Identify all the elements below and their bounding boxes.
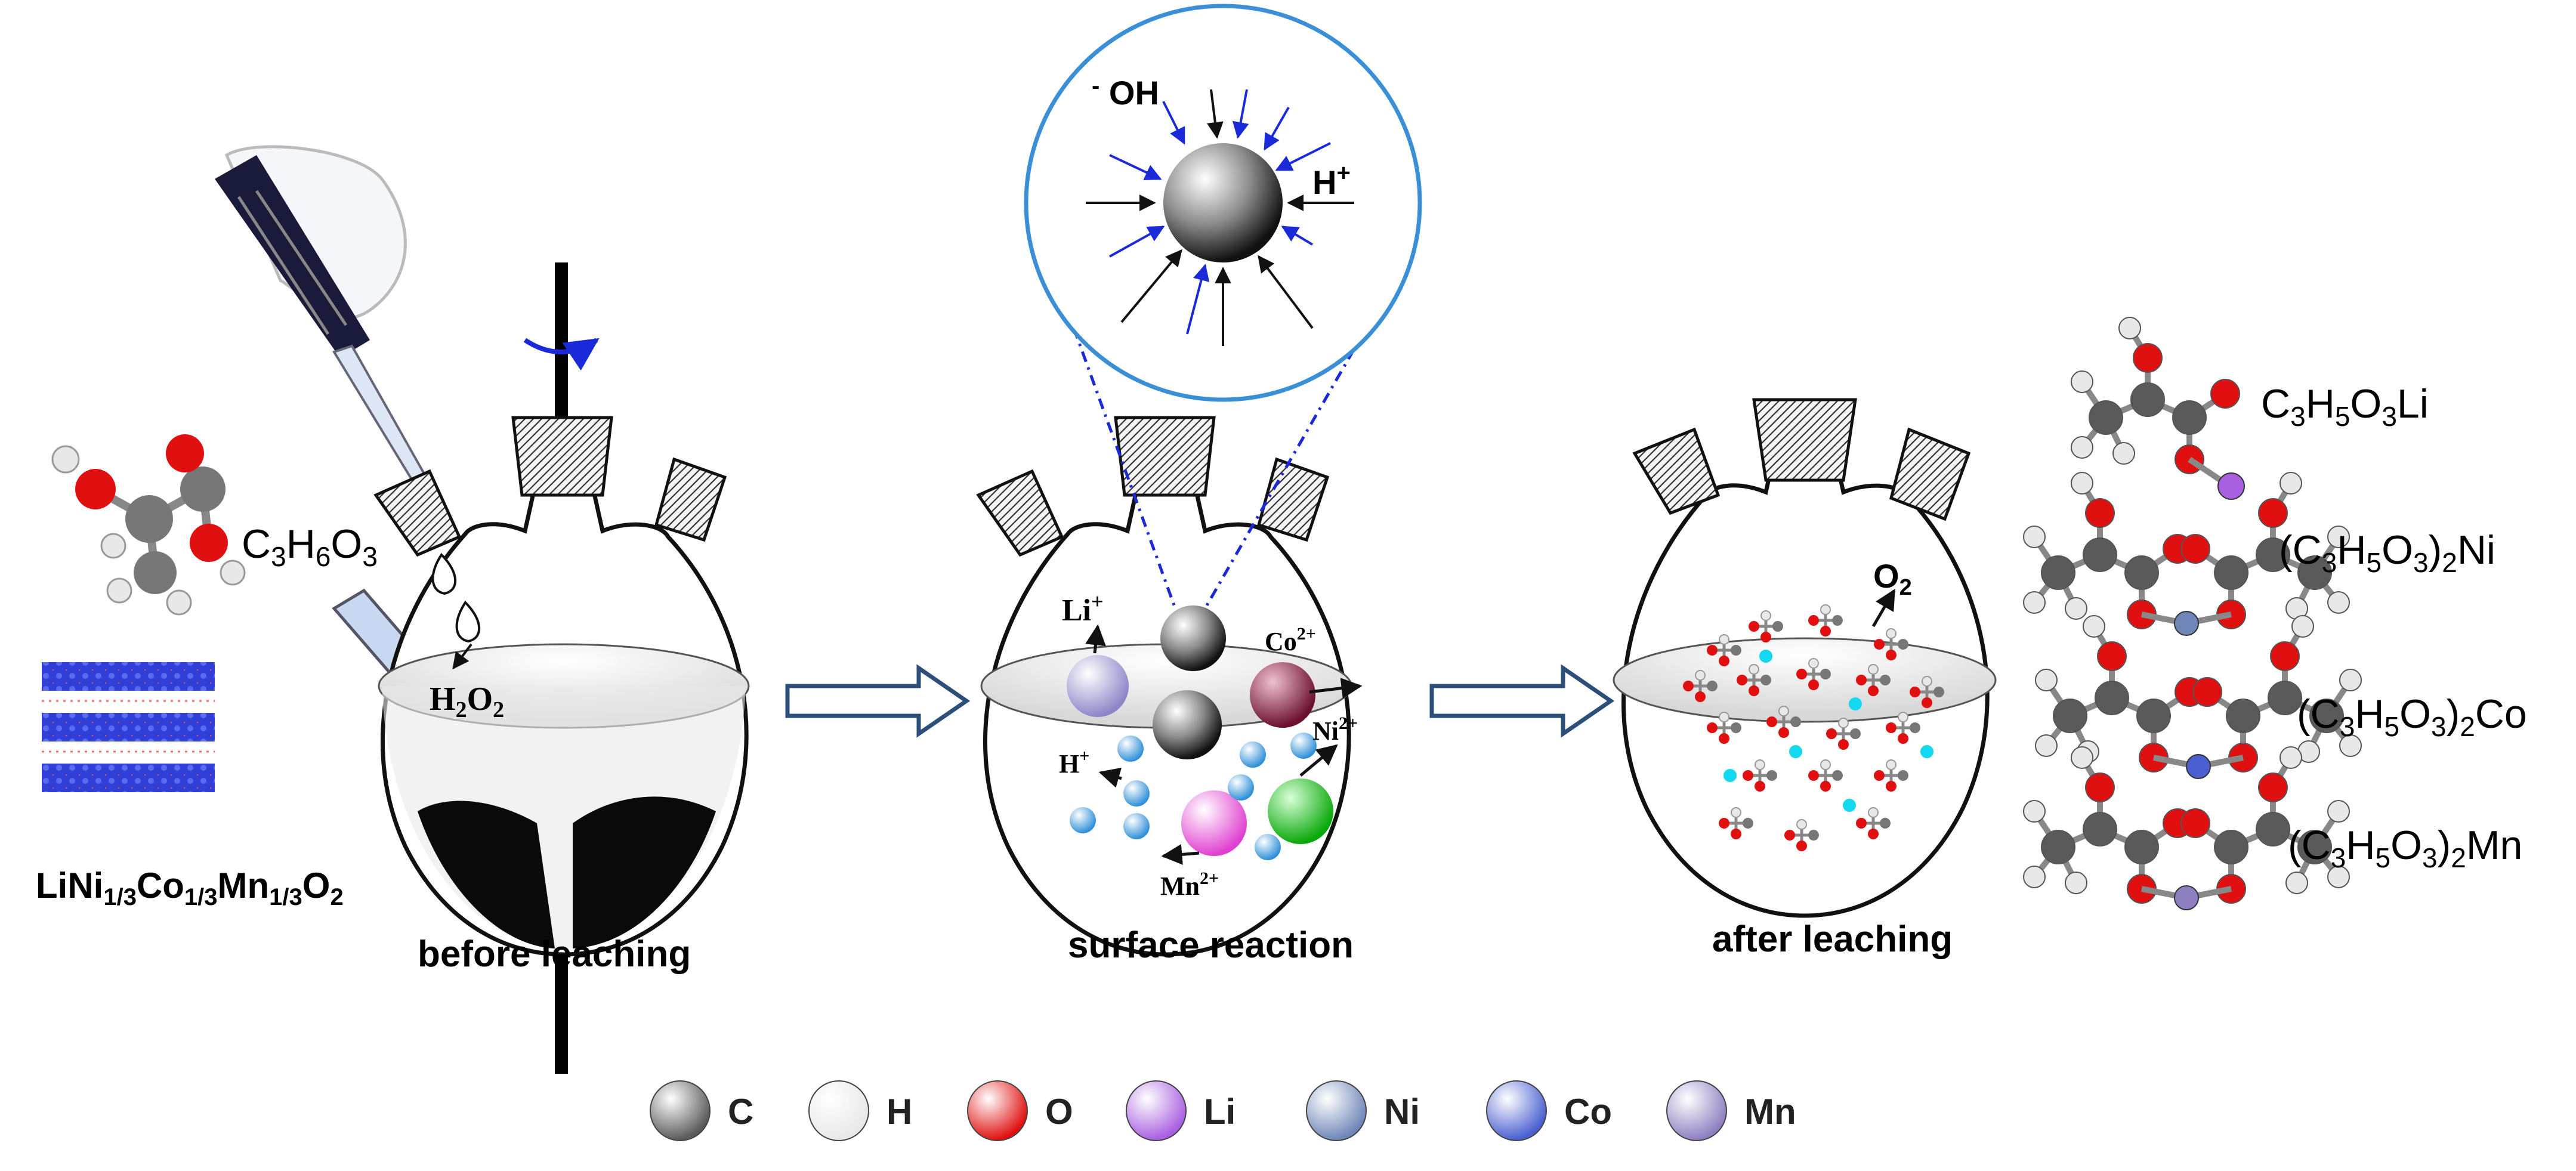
legend-item-co: Co	[1486, 1080, 1612, 1141]
legend-ball-h	[808, 1080, 869, 1141]
legend-label-o: O	[1045, 1092, 1073, 1132]
cathode-layered-structure	[42, 662, 215, 792]
legend-label-h: H	[887, 1092, 912, 1132]
legend-label-co: Co	[1564, 1092, 1612, 1132]
zoom-lines	[1072, 327, 1368, 610]
flask-surface-reaction	[976, 416, 1363, 957]
legend-label-li: Li	[1204, 1092, 1236, 1132]
caption-before-leaching: before leaching	[418, 934, 691, 975]
product-molecules	[2023, 317, 2362, 910]
legend-ball-c	[650, 1080, 711, 1141]
li-ion-label: Li+	[1062, 589, 1104, 628]
legend-ball-ni	[1306, 1080, 1367, 1141]
co-ion-label: Co2+	[1265, 624, 1316, 656]
process-arrow-1	[785, 664, 971, 738]
lactic-acid-molecule	[51, 434, 246, 616]
product-ni-label: (C3H5O3)2Ni	[2279, 527, 2495, 578]
acid-formula: C3H6O3	[242, 521, 378, 572]
legend-item-li: Li	[1126, 1080, 1236, 1141]
flask-after-leaching	[1613, 398, 1997, 918]
hydroxide-label: - OH	[1092, 73, 1159, 112]
process-arrow-2	[1429, 664, 1615, 738]
caption-surface-reaction: surface reaction	[1068, 925, 1354, 966]
legend-item-o: O	[967, 1080, 1073, 1141]
legend-item-mn: Mn	[1666, 1080, 1796, 1141]
product-mn-label: (C3H5O3)2Mn	[2288, 823, 2522, 873]
zoom-circle	[1024, 4, 1422, 402]
dissolved-lactates	[1683, 604, 1944, 851]
legend-label-ni: Ni	[1384, 1092, 1420, 1132]
mn-ion-label: Mn2+	[1160, 869, 1219, 901]
legend-ball-co	[1486, 1080, 1547, 1141]
legend-item-ni: Ni	[1306, 1080, 1420, 1141]
h-ion-label: H+	[1059, 746, 1089, 778]
product-co-label: (C3H5O3)2Co	[2297, 691, 2527, 742]
cathode-formula: LiNi1/3Co1/3Mn1/3O2	[36, 866, 344, 910]
atom-legend: C H O Li Ni Co Mn	[650, 1080, 1796, 1141]
legend-item-h: H	[808, 1080, 912, 1141]
product-li-label: C3H5O3Li	[2261, 381, 2429, 432]
legend-ball-li	[1126, 1080, 1187, 1141]
proton-label-zoom: H+	[1312, 160, 1351, 201]
legend-ball-mn	[1666, 1080, 1727, 1141]
legend-label-c: C	[728, 1092, 753, 1132]
oxygen-label: O2	[1873, 557, 1912, 600]
pipette-hand	[215, 145, 444, 700]
legend-item-c: C	[650, 1080, 753, 1141]
caption-after-leaching: after leaching	[1712, 919, 1953, 960]
flask-before-leaching	[215, 145, 750, 1074]
ni-ion-label: Ni2+	[1312, 713, 1358, 746]
legend-ball-o	[967, 1080, 1028, 1141]
legend-label-mn: Mn	[1744, 1092, 1796, 1132]
oxidant-formula: H2O2	[430, 681, 504, 722]
